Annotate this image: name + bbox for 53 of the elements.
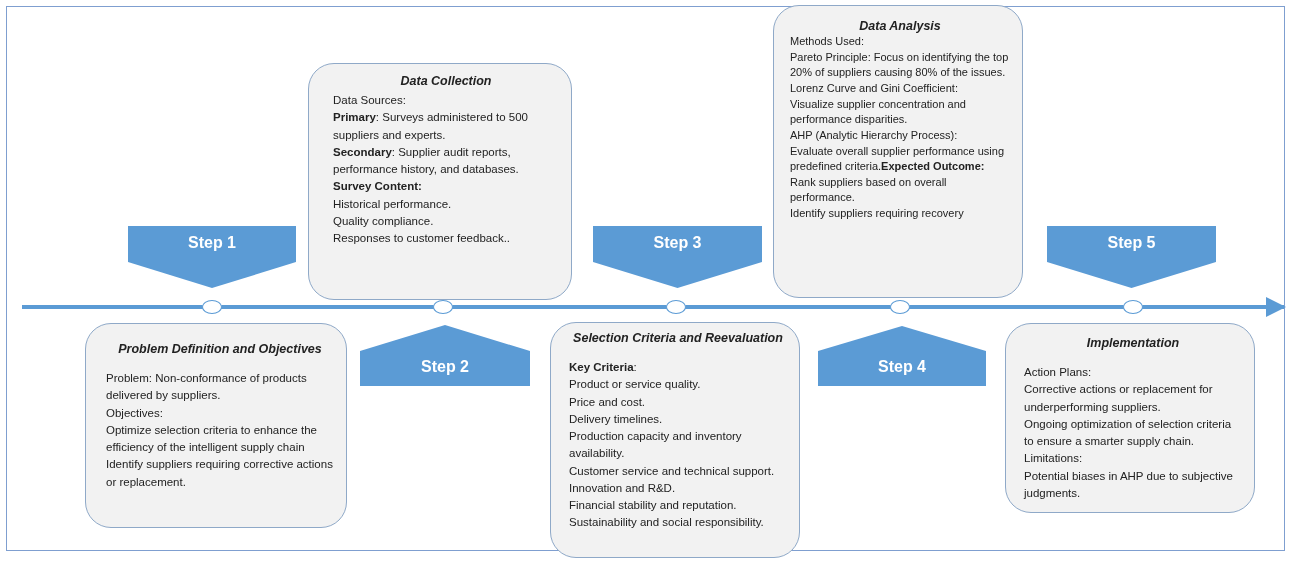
card-text: Responses to customer feedback..	[333, 231, 512, 246]
card-text: Historical performance.	[333, 196, 453, 212]
timeline-node	[202, 300, 222, 314]
card-text: Visualize supplier concentration and performance disparities.	[790, 96, 967, 128]
card-text: Innovation and R&D.	[569, 480, 677, 496]
card-text: Key Criteria:	[569, 360, 638, 375]
card-text: Objectives:	[106, 405, 164, 421]
step-label: Step 3	[652, 234, 703, 252]
step-label: Step 5	[1106, 234, 1157, 252]
step-card	[773, 5, 1023, 298]
card-text: Sustainability and social responsibility.	[569, 515, 765, 531]
card-text: Identify suppliers requiring corrective actions or replacement.	[106, 457, 334, 490]
card-heading: Selection Criteria and Reevaluation	[572, 331, 784, 345]
card-text: Primary: Surveys administered to 500 suppliers and experts.	[333, 110, 529, 143]
card-text: Methods Used:	[790, 34, 865, 50]
card-heading: Implementation	[1085, 336, 1181, 350]
step-card	[1005, 323, 1255, 513]
step-label: Step 2	[420, 358, 470, 376]
step-card	[550, 322, 800, 558]
card-text: Production capacity and inventory availability.	[569, 429, 743, 462]
card-heading: Data Analysis	[858, 18, 942, 35]
card-text: Financial stability and reputation.	[569, 498, 738, 513]
card-text: Lorenz Curve and Gini Coefficient:	[790, 81, 959, 97]
card-text: Data Sources:	[333, 93, 407, 108]
card-text: Rank suppliers based on overall performance.	[790, 174, 948, 206]
card-text: Ongoing optimization of selection criteria to ensure a smarter supply chain.	[1024, 416, 1233, 449]
step-card	[85, 323, 347, 528]
step-label: Step 4	[877, 358, 927, 376]
card-text: Optimize selection criteria to enhance the efficiency of the intelligent supply chain	[106, 422, 318, 455]
card-text: Potential biases in AHP due to subjective judgments.	[1024, 468, 1234, 501]
card-text: Secondary: Supplier audit reports, performance history, and databases.	[333, 144, 520, 177]
card-text: Quality compliance.	[333, 213, 435, 229]
card-text: Delivery timelines.	[569, 411, 664, 427]
card-text: Action Plans:	[1024, 365, 1093, 380]
card-text: Corrective actions or replacement for underperforming suppliers.	[1024, 382, 1214, 415]
card-text: Survey Content:	[333, 179, 423, 195]
card-text: Problem: Non-conformance of products delivered by suppliers.	[106, 371, 308, 404]
card-text: Limitations:	[1024, 451, 1084, 467]
timeline-node	[666, 300, 686, 314]
card-text: Price and cost.	[569, 394, 647, 410]
timeline-node	[433, 300, 453, 314]
card-text: Product or service quality.	[569, 377, 702, 393]
step-label: Step 1	[187, 234, 237, 252]
card-text: Evaluate overall supplier performance using predefined criteria.Expected Outcome:	[790, 143, 1005, 175]
card-text: Customer service and technical support.	[569, 463, 776, 479]
card-text: AHP (Analytic Hierarchy Process):	[790, 127, 959, 143]
card-heading: Problem Definition and Objectives	[117, 342, 323, 356]
timeline-node	[890, 300, 910, 314]
card-heading: Data Collection	[399, 74, 493, 88]
card-text: Identify suppliers requiring recovery	[790, 205, 965, 221]
card-text: Pareto Principle: Focus on identifying the top 20% of suppliers causing 80% of the issues.	[790, 49, 1010, 81]
timeline-node	[1123, 300, 1143, 314]
step-card	[308, 63, 572, 300]
